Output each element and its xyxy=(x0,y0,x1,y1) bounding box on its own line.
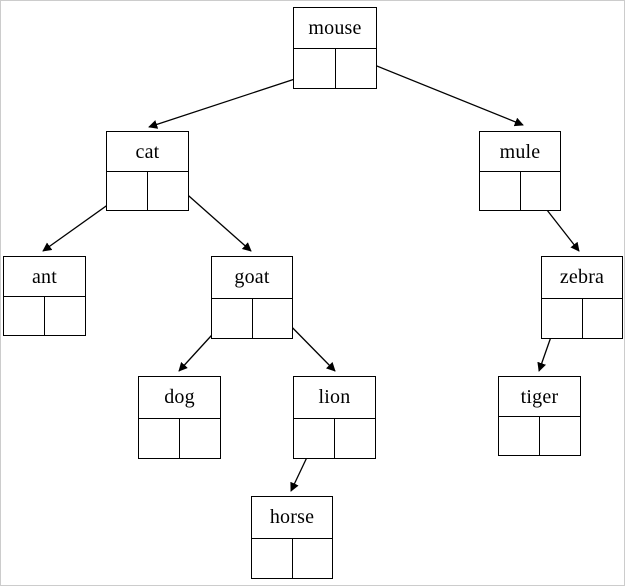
node-right-pointer-zebra[interactable] xyxy=(583,299,623,339)
node-label-cat: cat xyxy=(107,132,188,172)
tree-node-goat[interactable]: goat xyxy=(211,256,293,339)
node-right-pointer-cat[interactable] xyxy=(148,172,188,210)
node-label-mule: mule xyxy=(480,132,560,172)
node-right-pointer-ant[interactable] xyxy=(45,297,85,335)
tree-node-mule[interactable]: mule xyxy=(479,131,561,211)
node-pointer-cells-cat xyxy=(107,172,188,210)
node-pointer-cells-goat xyxy=(212,298,293,339)
node-label-tiger: tiger xyxy=(499,377,580,417)
node-right-pointer-mule[interactable] xyxy=(521,172,561,210)
node-left-pointer-ant[interactable] xyxy=(4,297,45,335)
node-left-pointer-lion[interactable] xyxy=(294,418,335,458)
tree-node-dog[interactable]: dog xyxy=(138,376,221,459)
node-right-pointer-horse[interactable] xyxy=(293,539,333,579)
node-left-pointer-cat[interactable] xyxy=(107,172,148,210)
node-right-pointer-tiger[interactable] xyxy=(540,417,580,455)
node-right-pointer-lion[interactable] xyxy=(335,419,375,459)
node-left-pointer-mouse[interactable] xyxy=(294,49,336,88)
node-left-pointer-dog[interactable] xyxy=(139,418,180,458)
node-pointer-cells-lion xyxy=(294,418,375,459)
node-label-lion: lion xyxy=(294,377,375,419)
node-pointer-cells-tiger xyxy=(499,417,580,455)
node-left-pointer-tiger[interactable] xyxy=(499,417,540,455)
node-pointer-cells-zebra xyxy=(542,298,623,339)
tree-node-zebra[interactable]: zebra xyxy=(541,256,623,339)
node-label-ant: ant xyxy=(4,257,85,297)
tree-edge-mouse-mule xyxy=(366,61,524,127)
node-left-pointer-goat[interactable] xyxy=(212,298,253,338)
tree-edge-mouse-cat xyxy=(148,75,305,129)
node-label-dog: dog xyxy=(139,377,220,419)
node-right-pointer-dog[interactable] xyxy=(180,419,220,459)
node-label-horse: horse xyxy=(252,497,332,539)
node-right-pointer-mouse[interactable] xyxy=(336,49,377,88)
node-left-pointer-mule[interactable] xyxy=(480,172,521,210)
node-label-mouse: mouse xyxy=(294,8,376,49)
tree-node-horse[interactable]: horse xyxy=(251,496,333,579)
tree-edge-cat-goat xyxy=(180,188,252,252)
node-left-pointer-horse[interactable] xyxy=(252,538,293,578)
node-pointer-cells-ant xyxy=(4,297,85,335)
node-pointer-cells-dog xyxy=(139,418,220,459)
node-right-pointer-goat[interactable] xyxy=(253,299,293,339)
node-label-goat: goat xyxy=(212,257,292,299)
tree-node-lion[interactable]: lion xyxy=(293,376,376,459)
node-pointer-cells-mouse xyxy=(294,49,376,88)
node-left-pointer-zebra[interactable] xyxy=(542,298,583,338)
tree-node-mouse[interactable]: mouse xyxy=(293,7,377,89)
node-pointer-cells-horse xyxy=(252,538,333,579)
tree-node-cat[interactable]: cat xyxy=(106,131,189,211)
node-pointer-cells-mule xyxy=(480,172,560,210)
tree-node-ant[interactable]: ant xyxy=(3,256,86,336)
tree-node-tiger[interactable]: tiger xyxy=(498,376,581,456)
node-label-zebra: zebra xyxy=(542,257,622,299)
